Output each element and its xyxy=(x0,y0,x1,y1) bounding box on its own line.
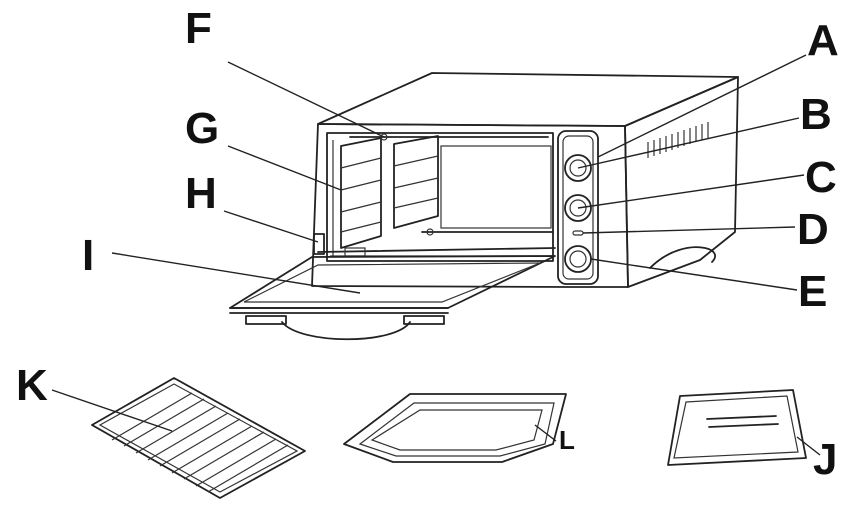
glass-door xyxy=(229,255,556,314)
leader-c xyxy=(577,174,805,209)
bottom-knob xyxy=(564,245,592,273)
label-l: L xyxy=(559,425,575,455)
leader-l xyxy=(534,424,557,442)
leader-i xyxy=(111,252,361,294)
leader-k xyxy=(51,389,173,432)
label-e: E xyxy=(798,267,827,316)
label-f: F xyxy=(185,4,212,53)
label-d: D xyxy=(797,205,829,254)
side-vent xyxy=(647,122,709,158)
leader-a xyxy=(597,54,807,158)
label-i: I xyxy=(82,231,94,280)
control-panel xyxy=(557,130,599,285)
door-handle xyxy=(245,315,445,341)
power-cord xyxy=(649,246,716,269)
leader-j xyxy=(796,436,821,456)
label-k: K xyxy=(16,361,48,410)
label-a: A xyxy=(807,16,839,65)
crumb-tray xyxy=(667,389,807,466)
leader-d xyxy=(582,226,796,234)
label-c: C xyxy=(805,153,837,202)
top-knob xyxy=(564,154,592,182)
leader-b xyxy=(577,117,800,169)
label-b: B xyxy=(800,90,832,139)
leader-h xyxy=(223,210,319,243)
label-g: G xyxy=(185,104,219,153)
indicator-light xyxy=(572,230,584,236)
label-h: H xyxy=(185,169,217,218)
leader-e xyxy=(590,258,798,291)
leader-g xyxy=(227,145,342,191)
wire-rack xyxy=(91,377,306,499)
rack-supports xyxy=(340,135,439,249)
middle-knob xyxy=(564,194,592,222)
leader-f xyxy=(227,61,385,138)
oven-body xyxy=(311,72,739,288)
bottom-heating-element xyxy=(317,228,556,253)
baking-pan xyxy=(343,393,567,463)
label-j: J xyxy=(813,435,837,484)
